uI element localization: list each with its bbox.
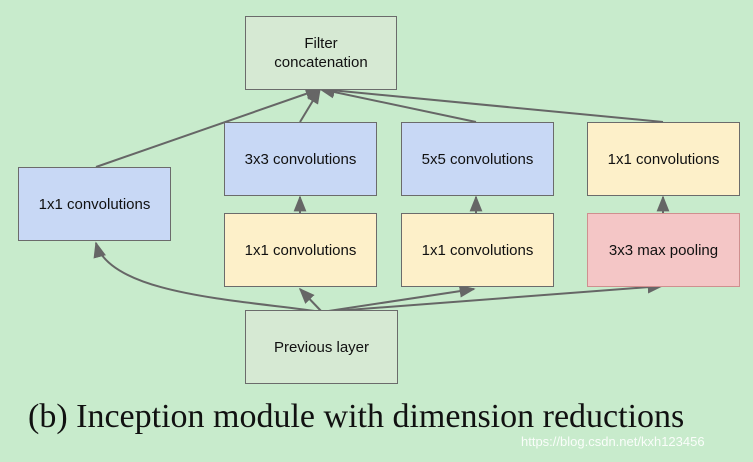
conv-1x1-left-node: 1x1 convolutions: [18, 167, 171, 241]
conv-1x1-reduce-5x5-node: 1x1 convolutions: [401, 213, 554, 287]
edge-prev-to-1x1-left: [93, 241, 323, 313]
previous-layer-node: Previous layer: [245, 310, 398, 384]
edge-5x5-to-concat: [318, 85, 477, 123]
max-pooling-3x3-node: 3x3 max pooling: [587, 213, 740, 287]
edge-prev-to-1x1-reduce3x3: [298, 287, 323, 313]
edge-1x1-proj-to-concat: [318, 84, 664, 123]
conv-5x5-node: 5x5 convolutions: [401, 122, 554, 196]
conv-1x1-reduce-3x3-node: 1x1 convolutions: [224, 213, 377, 287]
edge-prev-to-maxpool: [321, 280, 664, 313]
conv-3x3-node: 3x3 convolutions: [224, 122, 377, 196]
figure-caption: (b) Inception module with dimension redu…: [28, 398, 685, 435]
edge-3x3-to-concat: [299, 87, 321, 123]
edge-prev-to-1x1-reduce5x5: [321, 284, 476, 313]
conv-1x1-pool-proj-node: 1x1 convolutions: [587, 122, 740, 196]
edge-1x1-left-to-concat: [95, 87, 322, 168]
filter-concatenation-node: Filter concatenation: [245, 16, 397, 90]
watermark: https://blog.csdn.net/kxh123456: [521, 434, 705, 449]
